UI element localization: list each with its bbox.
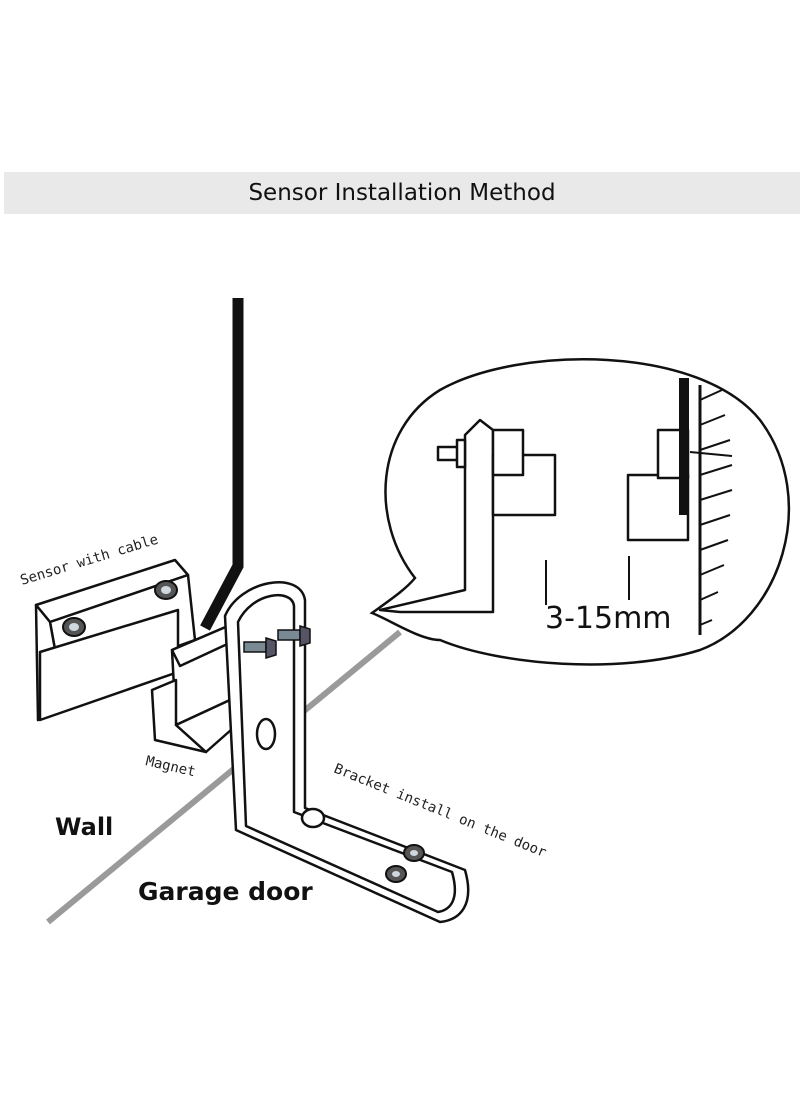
gap-label: 3-15mm <box>545 601 672 636</box>
bracket-hole-2 <box>300 807 326 829</box>
magnet-label: Magnet <box>144 753 197 780</box>
page-title: Sensor Installation Method <box>248 180 556 206</box>
sensor-unit <box>34 558 197 722</box>
sensor-screw-2 <box>154 580 178 600</box>
bracket-bolt-2 <box>277 624 311 648</box>
floor-line <box>46 629 402 925</box>
wall-label: Wall <box>55 813 113 841</box>
magnet-unit <box>150 624 242 754</box>
sensor-cable <box>200 298 244 631</box>
detail-sensor <box>626 428 690 542</box>
door-bracket <box>223 581 470 924</box>
garage-door-label: Garage door <box>138 877 313 906</box>
bracket-screw-2 <box>385 865 407 883</box>
detail-wall-hatch <box>699 389 733 626</box>
detail-bracket <box>378 418 557 614</box>
bracket-screw-1 <box>403 844 425 862</box>
bracket-hole-1 <box>255 717 277 751</box>
sensor-screw-1 <box>62 617 86 637</box>
title-bar: Sensor Installation Method <box>4 172 800 214</box>
detail-nail <box>689 451 733 457</box>
bracket-bolt-1 <box>243 636 277 660</box>
